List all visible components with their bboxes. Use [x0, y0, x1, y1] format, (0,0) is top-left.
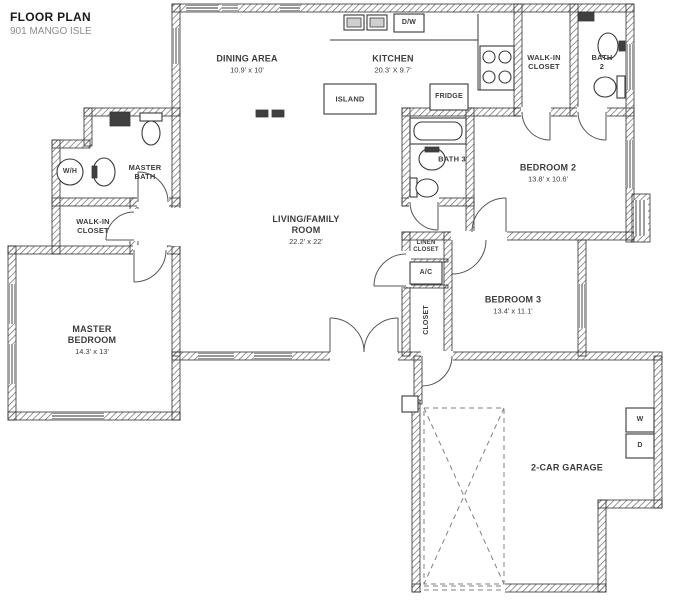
dryer-box	[625, 433, 655, 459]
label-walkin-closet-top: WALK-IN CLOSET	[527, 53, 561, 71]
plan-title: FLOOR PLAN	[10, 10, 91, 24]
label-bedroom2: BEDROOM 2 13.8' x 10.6'	[519, 162, 577, 184]
label-linen-closet: LINEN CLOSET	[413, 239, 439, 253]
window	[280, 4, 300, 12]
dining-buffet-icon	[255, 109, 269, 118]
fixtures-layer	[56, 11, 655, 459]
plan-title-block: FLOOR PLAN 901 MANGO ISLE	[10, 10, 92, 37]
stove-icon	[479, 45, 515, 91]
door-bedroom3	[451, 239, 487, 275]
door-walkin-top	[521, 111, 551, 141]
door-bath3	[409, 201, 439, 231]
bath2-counter	[577, 11, 595, 22]
fridge-box	[429, 83, 469, 111]
bath3-tub-icon	[409, 117, 467, 145]
label-kitchen: KITCHEN 20.3' X 9.7'	[372, 53, 414, 75]
label-fridge: FRIDGE	[435, 92, 463, 100]
label-bedroom3: BEDROOM 3 13.4' x 11.1'	[484, 294, 542, 316]
door-hall-closet	[373, 253, 407, 287]
window	[222, 4, 238, 12]
door-bath2	[577, 111, 607, 141]
label-master-bedroom: MASTER BEDROOM 14.3' x 13'	[67, 324, 117, 356]
windows-layer	[8, 4, 648, 420]
label-master-bath: MASTER BATH	[128, 163, 162, 181]
label-bath3: BATH 3	[438, 154, 466, 164]
water-heater-circle	[56, 158, 84, 186]
label-ac: A/C	[419, 268, 433, 276]
window	[52, 412, 104, 420]
label-dryer: D	[637, 441, 643, 449]
garage-stall-outline	[423, 407, 505, 585]
door-walkin-left	[105, 211, 135, 241]
bath3-toilet-icon	[409, 177, 439, 198]
window	[172, 28, 180, 64]
label-island: ISLAND	[335, 94, 365, 104]
window	[198, 352, 234, 360]
garage-door-dashed	[424, 585, 502, 591]
kitchen-sink-icon	[343, 14, 365, 31]
kitchen-sink-icon	[366, 14, 388, 31]
door-bedroom2	[471, 197, 507, 233]
window	[578, 284, 586, 328]
label-bath2: BATH 2	[591, 53, 613, 71]
door-master-bath	[137, 171, 169, 203]
doors-layer	[105, 111, 607, 387]
bath2-toilet-icon	[593, 75, 626, 99]
label-closet: CLOSET	[422, 305, 430, 335]
plan-address: 901 MANGO ISLE	[10, 26, 92, 37]
french-door-left	[329, 317, 365, 353]
bay-window	[634, 200, 648, 236]
master-bath-vanity-icon	[91, 157, 116, 187]
label-water-heater: W/H	[62, 167, 78, 175]
door-garage-entry	[421, 355, 453, 387]
label-dishwasher: D/W	[401, 18, 417, 26]
label-garage: 2-CAR GARAGE	[531, 462, 603, 473]
bath2-sink-icon	[597, 32, 626, 60]
window	[8, 344, 16, 384]
window	[626, 44, 634, 90]
window	[254, 352, 292, 360]
french-door-right	[363, 317, 399, 353]
label-dining: DINING AREA 10.9' x 10'	[216, 53, 278, 75]
ac-box	[409, 261, 443, 285]
wall-openings	[129, 107, 607, 593]
door-master-bedroom	[133, 249, 167, 283]
dishwasher-box	[393, 13, 425, 33]
bath3-sink-icon	[418, 146, 446, 171]
label-living: LIVING/FAMILY ROOM 22.2' x 22'	[272, 214, 340, 246]
window	[8, 284, 16, 324]
label-walkin-closet-left: WALK-IN CLOSET	[76, 217, 110, 235]
window	[626, 140, 634, 188]
master-bath-toilet-icon	[139, 112, 163, 146]
window	[186, 4, 218, 12]
label-washer: W	[636, 415, 644, 423]
garage-pillar	[401, 395, 419, 413]
washer-box	[625, 407, 655, 433]
master-bath-sink-icon	[109, 111, 131, 127]
dining-buffet-icon	[271, 109, 285, 118]
island-box	[323, 83, 377, 115]
